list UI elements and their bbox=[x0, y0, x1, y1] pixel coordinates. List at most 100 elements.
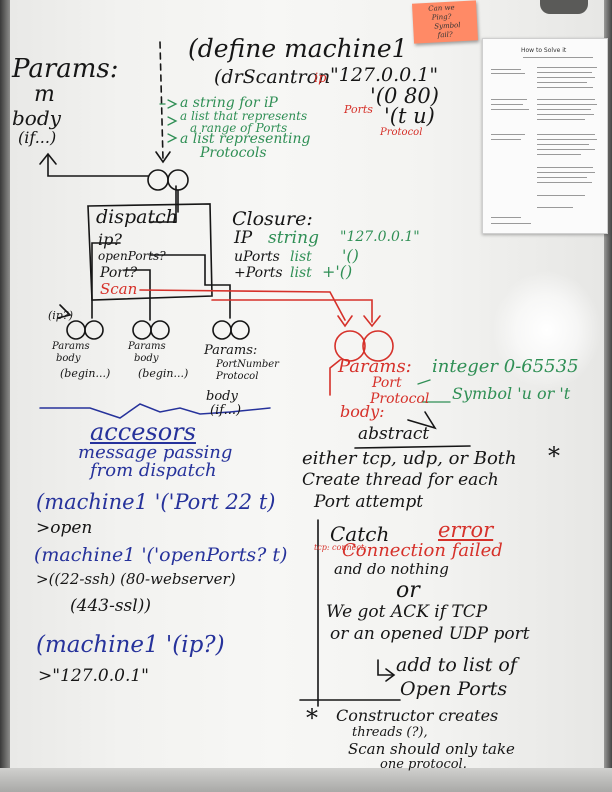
connector bbox=[149, 185, 177, 223]
sheet-line bbox=[537, 99, 595, 100]
catch-error: error bbox=[438, 518, 494, 542]
sheet-line bbox=[537, 207, 573, 208]
marker-tray bbox=[0, 768, 612, 792]
sheet-line bbox=[537, 87, 593, 88]
sheet-line bbox=[523, 57, 593, 58]
sheet-line bbox=[537, 67, 597, 68]
closure-circle bbox=[132, 320, 152, 340]
sheet-line bbox=[537, 144, 589, 145]
abstract-line-3: Port attempt bbox=[314, 492, 424, 512]
sheet-line bbox=[491, 139, 521, 140]
sheet-line bbox=[537, 72, 592, 73]
scan-port: Port bbox=[372, 375, 402, 391]
closure-uports-type: list bbox=[290, 249, 312, 265]
catch-ack-2: or an opened UDP port bbox=[330, 624, 530, 644]
small-closure-1-params: Params bbox=[52, 341, 90, 352]
sheet-line bbox=[491, 217, 521, 218]
small-closure-1-begin: (begin...) bbox=[60, 367, 111, 380]
small-closure-2-begin: (begin...) bbox=[138, 367, 189, 380]
scan-params: Params: bbox=[338, 356, 412, 377]
define-protocol-value: '(t u) bbox=[384, 104, 435, 128]
green-connectors bbox=[159, 99, 451, 403]
closure-ip-type: string bbox=[268, 228, 319, 248]
closure-circle bbox=[147, 169, 169, 191]
example-1-call: (machine1 '('Port 22 t) bbox=[36, 490, 276, 514]
scan-body: body: bbox=[340, 402, 385, 421]
sheet-line bbox=[537, 134, 595, 135]
note-string-ip: a string for iP bbox=[180, 95, 278, 111]
blue-connectors bbox=[39, 403, 271, 419]
catch-tcp-note: tcp: connect: bbox=[314, 543, 367, 552]
closure-tports-type: list bbox=[290, 265, 312, 281]
sheet-line bbox=[537, 104, 597, 105]
sheet-line bbox=[537, 119, 585, 120]
sheet-line bbox=[537, 77, 595, 78]
arrowhead bbox=[39, 152, 57, 165]
small-closure-3-protocol: Protocol bbox=[216, 371, 259, 382]
closure-circle bbox=[230, 320, 250, 340]
sheet-line bbox=[491, 134, 525, 135]
define-ports-label: Ports bbox=[344, 103, 373, 116]
dashed-arrow bbox=[159, 41, 164, 161]
arrowhead bbox=[167, 116, 178, 126]
catch-add-1: add to list of bbox=[396, 654, 517, 676]
closure-uports-value: '() bbox=[342, 246, 359, 265]
example-3-call: (machine1 '(ip?) bbox=[36, 632, 225, 658]
sheet-line bbox=[491, 223, 531, 224]
arrowhead bbox=[363, 315, 381, 328]
sheet-line bbox=[537, 195, 585, 196]
small-closure-3-portnumber: PortNumber bbox=[216, 359, 279, 370]
accessors-note-2: from dispatch bbox=[90, 460, 217, 481]
catch-or: or bbox=[396, 578, 420, 603]
scan-closure-circle bbox=[362, 330, 394, 362]
sheet-line bbox=[491, 73, 525, 74]
scan-port-note: integer 0-65535 bbox=[432, 356, 579, 377]
params-body: body bbox=[12, 106, 61, 130]
connector-scan-2 bbox=[211, 299, 373, 323]
sheet-line bbox=[491, 104, 523, 105]
small-closure-2-params: Params bbox=[128, 341, 166, 352]
connector-params bbox=[47, 154, 149, 177]
small-closure-ip-hint: (ip?) bbox=[48, 309, 74, 322]
small-closure-3-if: (if...) bbox=[210, 403, 242, 418]
accessors-note-1: message passing bbox=[78, 442, 233, 463]
sheet-line bbox=[537, 177, 587, 178]
connector-scan bbox=[139, 289, 346, 321]
sheet-line bbox=[537, 109, 591, 110]
sheet-line bbox=[537, 149, 595, 150]
dispatch-item-port: Port? bbox=[100, 265, 138, 281]
define-ip-value: "127.0.0.1" bbox=[330, 64, 439, 86]
footnote-line-1: Constructor creates bbox=[336, 706, 499, 725]
footnote-line-4: one protocol. bbox=[380, 757, 467, 772]
define-line-2: (drScantron bbox=[214, 66, 331, 88]
dispatch-item-scan: Scan bbox=[100, 280, 138, 298]
sheet-line bbox=[537, 172, 595, 173]
abstract-line-2: Create thread for each bbox=[302, 470, 499, 490]
closure-circle bbox=[167, 169, 189, 191]
sheet-line bbox=[491, 109, 529, 110]
example-1-result: >open bbox=[36, 518, 93, 538]
abstract-title: abstract bbox=[358, 424, 430, 444]
sheet-line bbox=[537, 167, 593, 168]
closure-uports-name: uPorts bbox=[234, 249, 280, 265]
params-label: Params: bbox=[12, 54, 119, 84]
scan-closure-circle bbox=[334, 330, 366, 362]
arrowhead bbox=[337, 315, 353, 328]
closure-circle bbox=[150, 320, 170, 340]
example-2-call: (machine1 '('openPorts? t) bbox=[34, 544, 288, 566]
catch-label: Catch bbox=[330, 522, 390, 546]
catch-ack-1: We got ACK if TCP bbox=[326, 602, 488, 622]
board-frame-right bbox=[604, 0, 612, 792]
accessors-title: accesors bbox=[90, 418, 196, 446]
scan-protocol: Protocol bbox=[370, 391, 430, 407]
red-connectors bbox=[139, 289, 394, 396]
catch-failed: Connection failed bbox=[342, 540, 503, 561]
connector-ip bbox=[91, 242, 121, 319]
dispatch-item-openports: openPorts? bbox=[98, 249, 166, 263]
closure-circle bbox=[212, 320, 232, 340]
abstract-star: * bbox=[548, 442, 560, 470]
connector-red bbox=[329, 359, 341, 396]
closure-ip-name: IP bbox=[234, 228, 253, 248]
sheet-line bbox=[537, 182, 592, 183]
connector-small bbox=[57, 304, 72, 319]
